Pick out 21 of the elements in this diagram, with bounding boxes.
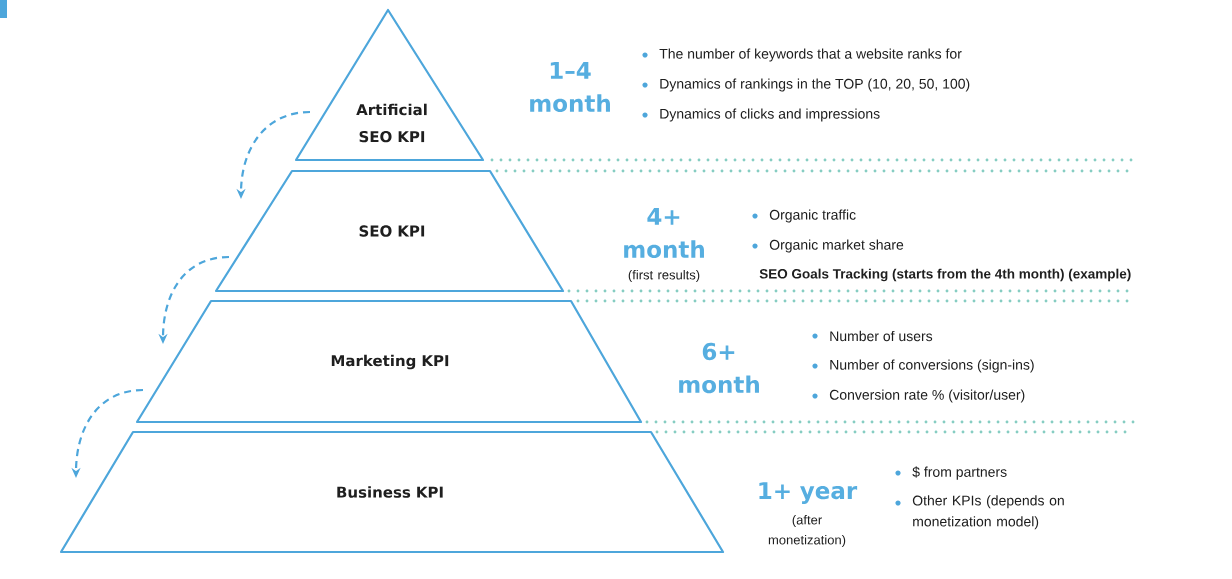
bullet-text: Organic traffic [769, 209, 856, 223]
bullet-text: The number of keywords that a website ranks for [659, 48, 962, 62]
bullet-text: Number of users [830, 330, 933, 342]
duration-label: 1–4 month [530, 61, 610, 113]
bullet-text: Dynamics of clicks and impressions [660, 108, 880, 122]
pyramid-level: Artificial SEO KPI [294, 8, 485, 162]
bullet-text: Other KPIs (depends on monetization model) [912, 495, 1064, 530]
bullet-text: Number of conversions (sign-ins) [830, 359, 1034, 373]
bullet-text: $ from partners [912, 466, 1007, 480]
duration-label: 6+ month [679, 342, 759, 394]
pyramid-level: Business KPI [59, 430, 725, 554]
bullet-text: Dynamics of rankings in the TOP (10, 20, 50, 100) [660, 78, 970, 92]
pyramid-level: Marketing KPI [135, 299, 643, 424]
note-text: (after monetization) [768, 514, 846, 548]
note-text: (first results) [628, 269, 700, 283]
note-text: SEO Goals Tracking (starts from the 4th month) (example) [759, 268, 1131, 282]
duration-label: 4+ month [624, 207, 704, 259]
bullet-text: Conversion rate % (visitor/user) [829, 389, 1025, 403]
pyramid-level: SEO KPI [214, 169, 565, 293]
bullet-text: Organic market share [769, 239, 904, 253]
duration-label: 1+ year [759, 482, 858, 504]
